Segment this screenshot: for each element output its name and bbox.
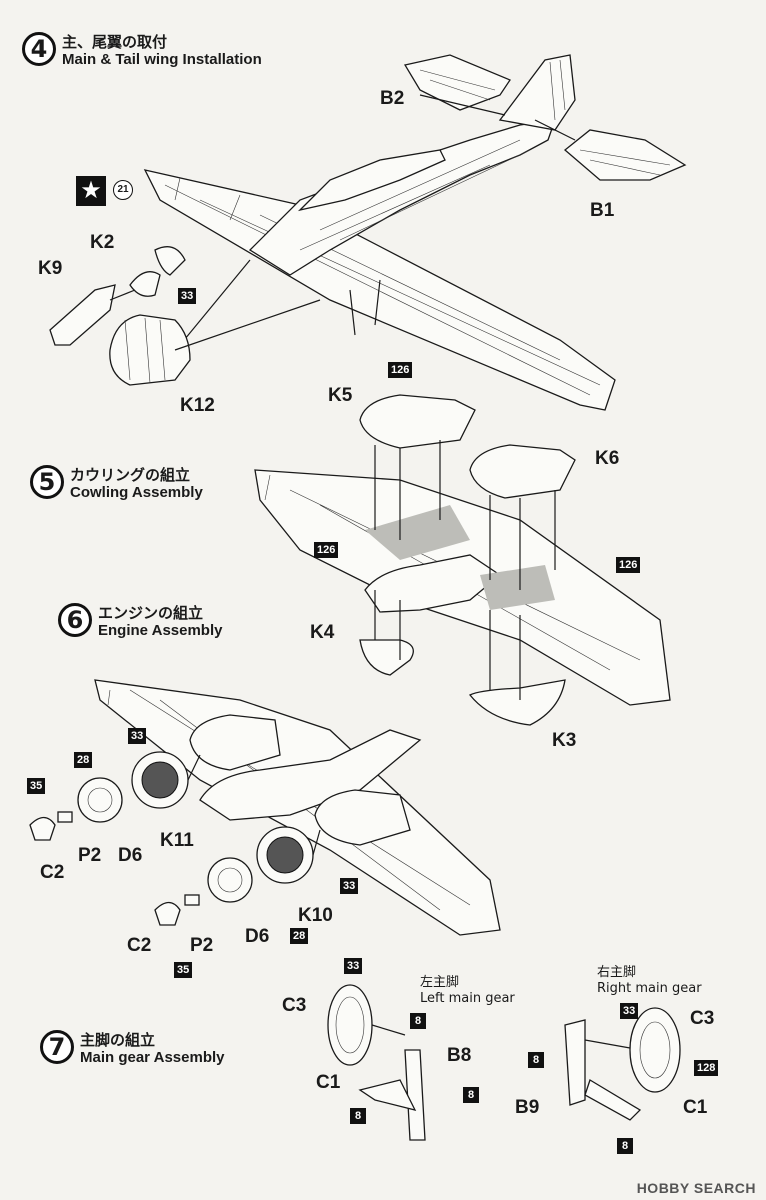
step-6-header: 6 エンジンの組立 Engine Assembly — [58, 603, 222, 640]
part-label-b9: B9 — [515, 1097, 540, 1118]
color-code-badge: 8 — [617, 1138, 633, 1154]
part-label-k10: K10 — [298, 905, 333, 926]
part-label-k11: K11 — [160, 830, 194, 851]
step-7-header: 7 主脚の組立 Main gear Assembly — [40, 1030, 225, 1067]
step-number: 5 — [30, 465, 64, 499]
step-title-en: Main & Tail wing Installation — [62, 51, 262, 68]
part-label-c2: C2 — [40, 862, 65, 883]
part-label-c2: C2 — [127, 935, 152, 956]
part-label-c3: C3 — [690, 1008, 715, 1029]
color-code-badge: 33 — [620, 1003, 639, 1019]
step-4-header: 4 主、尾翼の取付 Main & Tail wing Installation — [22, 32, 262, 69]
step-title-en: Main gear Assembly — [80, 1049, 225, 1066]
step6-engine-drawing — [29, 679, 501, 936]
color-code-badge: 35 — [174, 962, 193, 978]
color-code-badge: 33 — [128, 728, 147, 744]
part-label-k5: K5 — [328, 385, 353, 406]
part-label-k6: K6 — [595, 448, 620, 469]
left-gear-label: 左主脚 Left main gear — [420, 975, 515, 1007]
left-gear-label-jp: 左主脚 — [420, 975, 460, 990]
part-label-k9: K9 — [38, 258, 63, 279]
part-label-k3: K3 — [552, 730, 577, 751]
step7-gear-drawing — [327, 984, 681, 1141]
part-label-k4: K4 — [310, 622, 335, 643]
part-label-b2: B2 — [380, 88, 405, 109]
color-code-badge: 35 — [27, 778, 46, 794]
color-code-badge: 126 — [388, 362, 413, 378]
part-label-c1: C1 — [683, 1097, 708, 1118]
color-code-badge: 28 — [74, 752, 93, 768]
step4-airframe-drawing — [49, 54, 687, 411]
part-label-b1: B1 — [590, 200, 615, 221]
right-gear-label-en: Right main gear — [597, 981, 702, 996]
star-icon: ★ — [76, 176, 106, 206]
watermark: HOBBY SEARCH — [636, 1180, 756, 1196]
step-title-en: Engine Assembly — [98, 622, 223, 639]
step-title-jp: 主、尾翼の取付 — [62, 33, 168, 51]
right-gear-label-jp: 右主脚 — [597, 965, 637, 980]
color-code-badge: 33 — [340, 878, 359, 894]
step-title-en: Cowling Assembly — [70, 484, 203, 501]
color-code-badge: 33 — [178, 288, 197, 304]
part-label-p2: P2 — [190, 935, 214, 956]
part-label-p2: P2 — [78, 845, 102, 866]
color-code-badge: 8 — [463, 1087, 479, 1103]
color-code-badge: 8 — [410, 1013, 426, 1029]
color-code-badge: 8 — [528, 1052, 544, 1068]
step5-cowling-drawing — [254, 394, 671, 726]
left-gear-label-en: Left main gear — [420, 991, 515, 1006]
part-label-k12: K12 — [180, 395, 215, 416]
right-gear-label: 右主脚 Right main gear — [597, 965, 702, 997]
step-number: 7 — [40, 1030, 74, 1064]
color-code-badge: 126 — [616, 557, 641, 573]
color-code-badge: 126 — [314, 542, 339, 558]
part-label-d6: D6 — [118, 845, 143, 866]
decal-number: 21 — [113, 180, 133, 200]
part-label-k2: K2 — [90, 232, 115, 253]
step-title-jp: カウリングの組立 — [70, 466, 191, 484]
color-code-badge: 33 — [344, 958, 363, 974]
part-label-b8: B8 — [447, 1045, 472, 1066]
step-number: 6 — [58, 603, 92, 637]
color-code-badge: 128 — [694, 1060, 719, 1076]
step-title-jp: 主脚の組立 — [80, 1031, 156, 1049]
step-number: 4 — [22, 32, 56, 66]
part-label-d6: D6 — [245, 926, 270, 947]
part-label-c1: C1 — [316, 1072, 341, 1093]
step-5-header: 5 カウリングの組立 Cowling Assembly — [30, 465, 203, 502]
part-label-c3: C3 — [282, 995, 307, 1016]
color-code-badge: 8 — [350, 1108, 366, 1124]
color-code-badge: 28 — [290, 928, 309, 944]
step-title-jp: エンジンの組立 — [98, 604, 204, 622]
